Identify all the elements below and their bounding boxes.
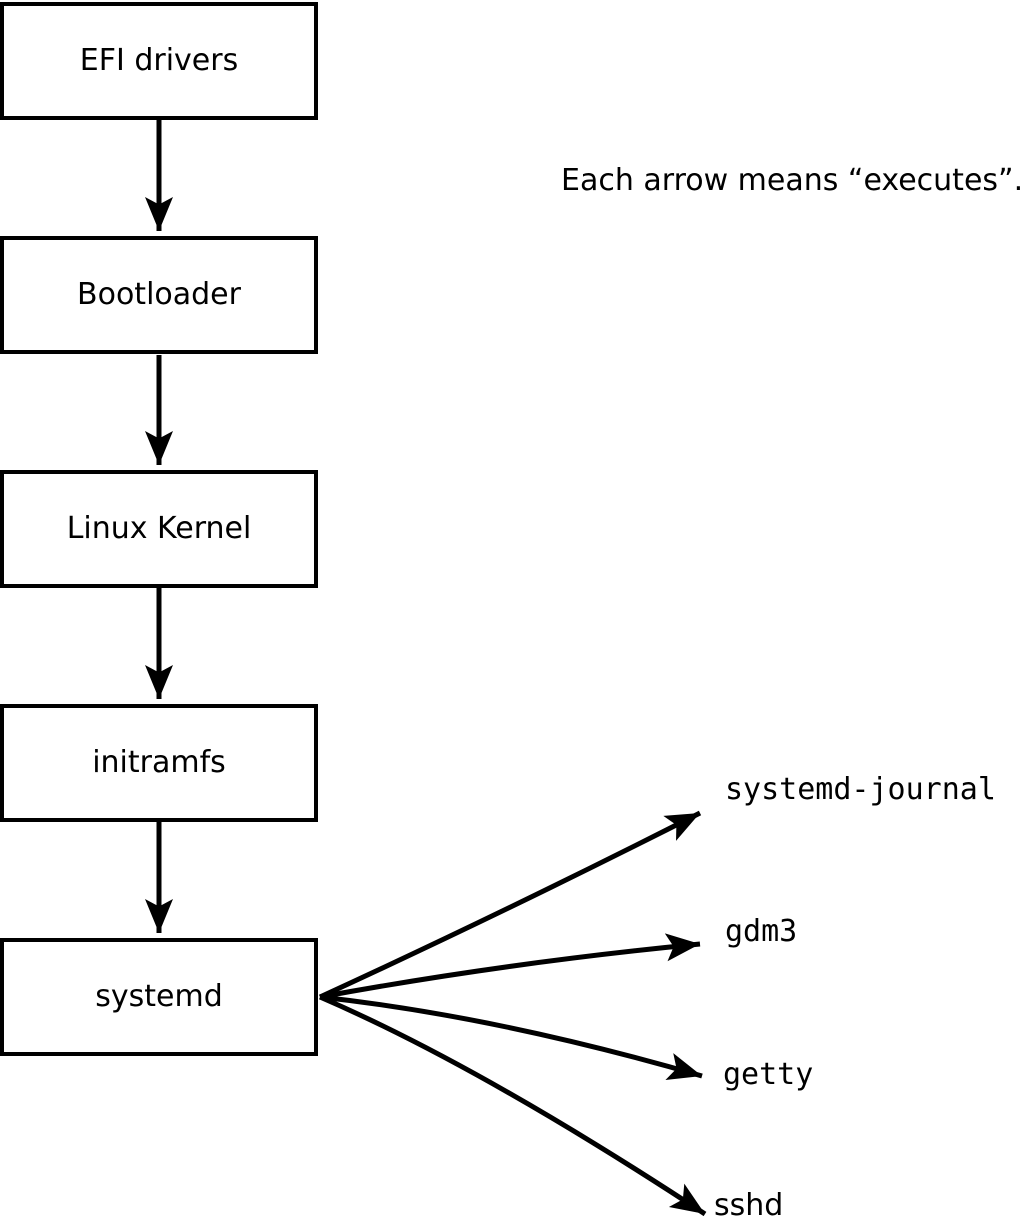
legend-note: Each arrow means “executes”. [561, 163, 1023, 198]
arrow-systemd-to-journal [318, 810, 702, 1000]
arrow-systemd-to-sshd [319, 994, 707, 1217]
label-gdm3: gdm3 [725, 914, 798, 949]
node-efi-drivers: EFI drivers [0, 2, 318, 120]
arrow-systemd-to-getty [319, 994, 703, 1080]
node-initramfs-label: initramfs [92, 745, 226, 780]
node-systemd: systemd [0, 938, 318, 1056]
label-getty: getty [723, 1057, 814, 1092]
node-initramfs: initramfs [0, 704, 318, 822]
node-bootloader: Bootloader [0, 236, 318, 354]
label-sshd: sshd [714, 1188, 784, 1223]
arrow-systemd-to-gdm3 [319, 933, 701, 1000]
label-systemd-journal: systemd-journal [725, 772, 996, 807]
node-linux-kernel-label: Linux Kernel [66, 511, 252, 546]
node-systemd-label: systemd [95, 979, 223, 1014]
node-efi-drivers-label: EFI drivers [79, 43, 239, 78]
node-bootloader-label: Bootloader [77, 277, 241, 312]
node-linux-kernel: Linux Kernel [0, 470, 318, 588]
